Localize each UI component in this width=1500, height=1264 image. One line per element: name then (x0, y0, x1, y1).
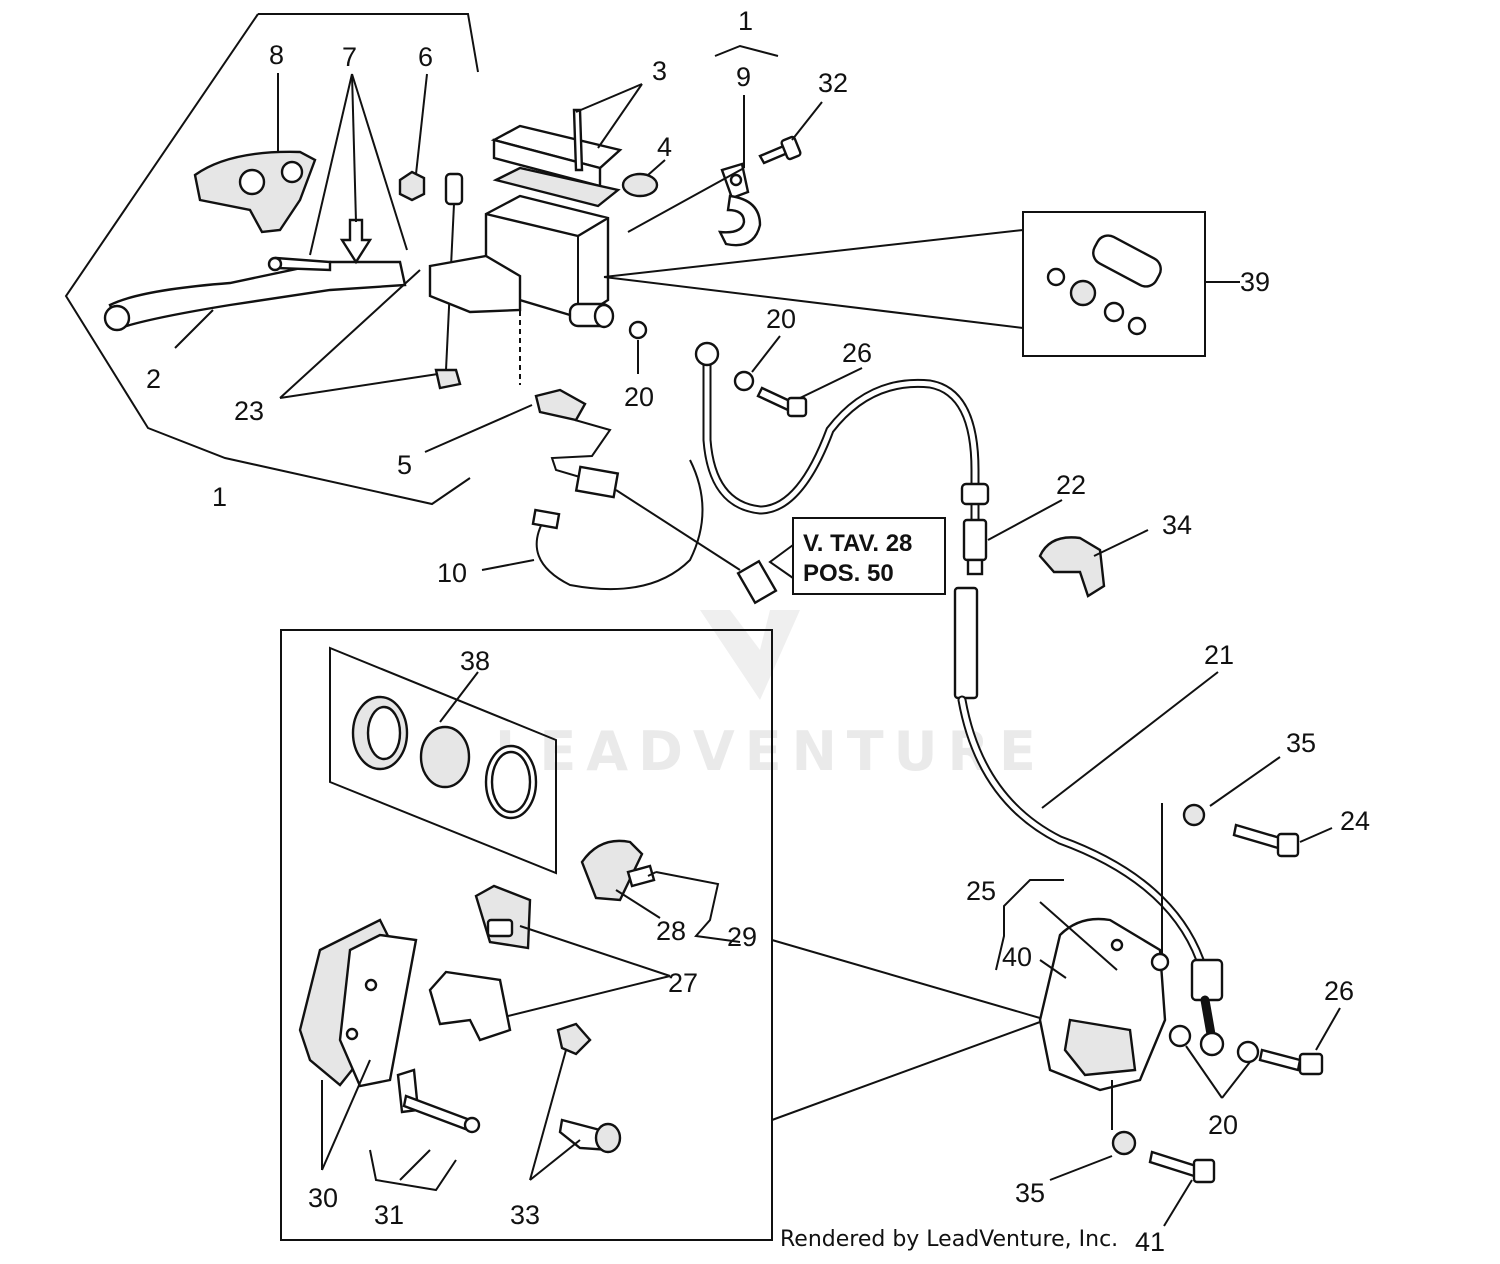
callout-27: 27 (668, 968, 698, 998)
callout-numbers: 1 1 2 3 4 5 6 7 8 9 10 20 20 20 21 22 23… (146, 6, 1370, 1257)
callout-7: 7 (342, 42, 357, 72)
callout-20-c: 20 (1208, 1110, 1238, 1140)
callout-3: 3 (652, 56, 667, 86)
handlebar-clamp-part (717, 162, 762, 247)
callout-2: 2 (146, 364, 161, 394)
callout-33: 33 (510, 1200, 540, 1230)
callout-35-b: 35 (1015, 1178, 1045, 1208)
render-credit: Rendered by LeadVenture, Inc. (780, 1227, 1118, 1252)
watermark: LEADVENTURE (495, 610, 1046, 783)
callout-40: 40 (1002, 942, 1032, 972)
stop-switch-part (519, 302, 612, 481)
callout-30: 30 (308, 1183, 338, 1213)
callout-23: 23 (234, 396, 264, 426)
lower-banjo-set (1168, 1024, 1324, 1076)
callout-1-top: 1 (738, 6, 753, 36)
callout-38: 38 (460, 646, 490, 676)
callout-39: 39 (1240, 267, 1270, 297)
screw-part-32 (758, 135, 802, 165)
hose-clip-part (1038, 536, 1106, 598)
callout-35-a: 35 (1286, 728, 1316, 758)
upper-brake-hose (694, 341, 990, 576)
assembly-bracket-1 (64, 13, 779, 506)
reference-line-1: V. TAV. 28 (803, 530, 912, 557)
lever-clamp-part (193, 150, 317, 234)
callout-24: 24 (1340, 806, 1370, 836)
lower-brake-hose (953, 586, 1224, 1045)
caliper-bolts (1111, 803, 1300, 1184)
switch-wire-part (531, 459, 778, 605)
callout-6: 6 (418, 42, 433, 72)
upper-banjo-set (628, 320, 808, 418)
cap-part-4 (621, 172, 659, 198)
pivot-bolt-part (434, 172, 464, 390)
callout-21: 21 (1204, 640, 1234, 670)
callout-10: 10 (437, 558, 467, 588)
callout-22: 22 (1056, 470, 1086, 500)
callout-34: 34 (1162, 510, 1192, 540)
callout-9: 9 (736, 62, 751, 92)
callout-1-left: 1 (212, 482, 227, 512)
callout-20-a: 20 (624, 382, 654, 412)
callout-26-b: 26 (1324, 976, 1354, 1006)
callout-28: 28 (656, 916, 686, 946)
callout-5: 5 (397, 450, 412, 480)
callout-32: 32 (818, 68, 848, 98)
inset-box-39 (603, 211, 1240, 357)
reference-box: V. TAV. 28 POS. 50 (768, 517, 946, 595)
brake-lever-part (103, 218, 407, 332)
callout-41: 41 (1135, 1227, 1165, 1257)
callout-29: 29 (727, 922, 757, 952)
callout-8: 8 (269, 40, 284, 70)
callout-4: 4 (657, 132, 672, 162)
callout-26-a: 26 (842, 338, 872, 368)
callout-25: 25 (966, 876, 996, 906)
callout-31: 31 (374, 1200, 404, 1230)
nut-part-6 (398, 170, 426, 202)
caliper-internals-box (280, 629, 1041, 1241)
brake-caliper-part (1038, 803, 1170, 1130)
callout-20-b: 20 (766, 304, 796, 334)
leader-lines (174, 73, 1341, 1227)
reference-line-2: POS. 50 (803, 560, 894, 587)
watermark-text: LEADVENTURE (495, 720, 1046, 783)
master-cylinder-part (428, 108, 623, 329)
